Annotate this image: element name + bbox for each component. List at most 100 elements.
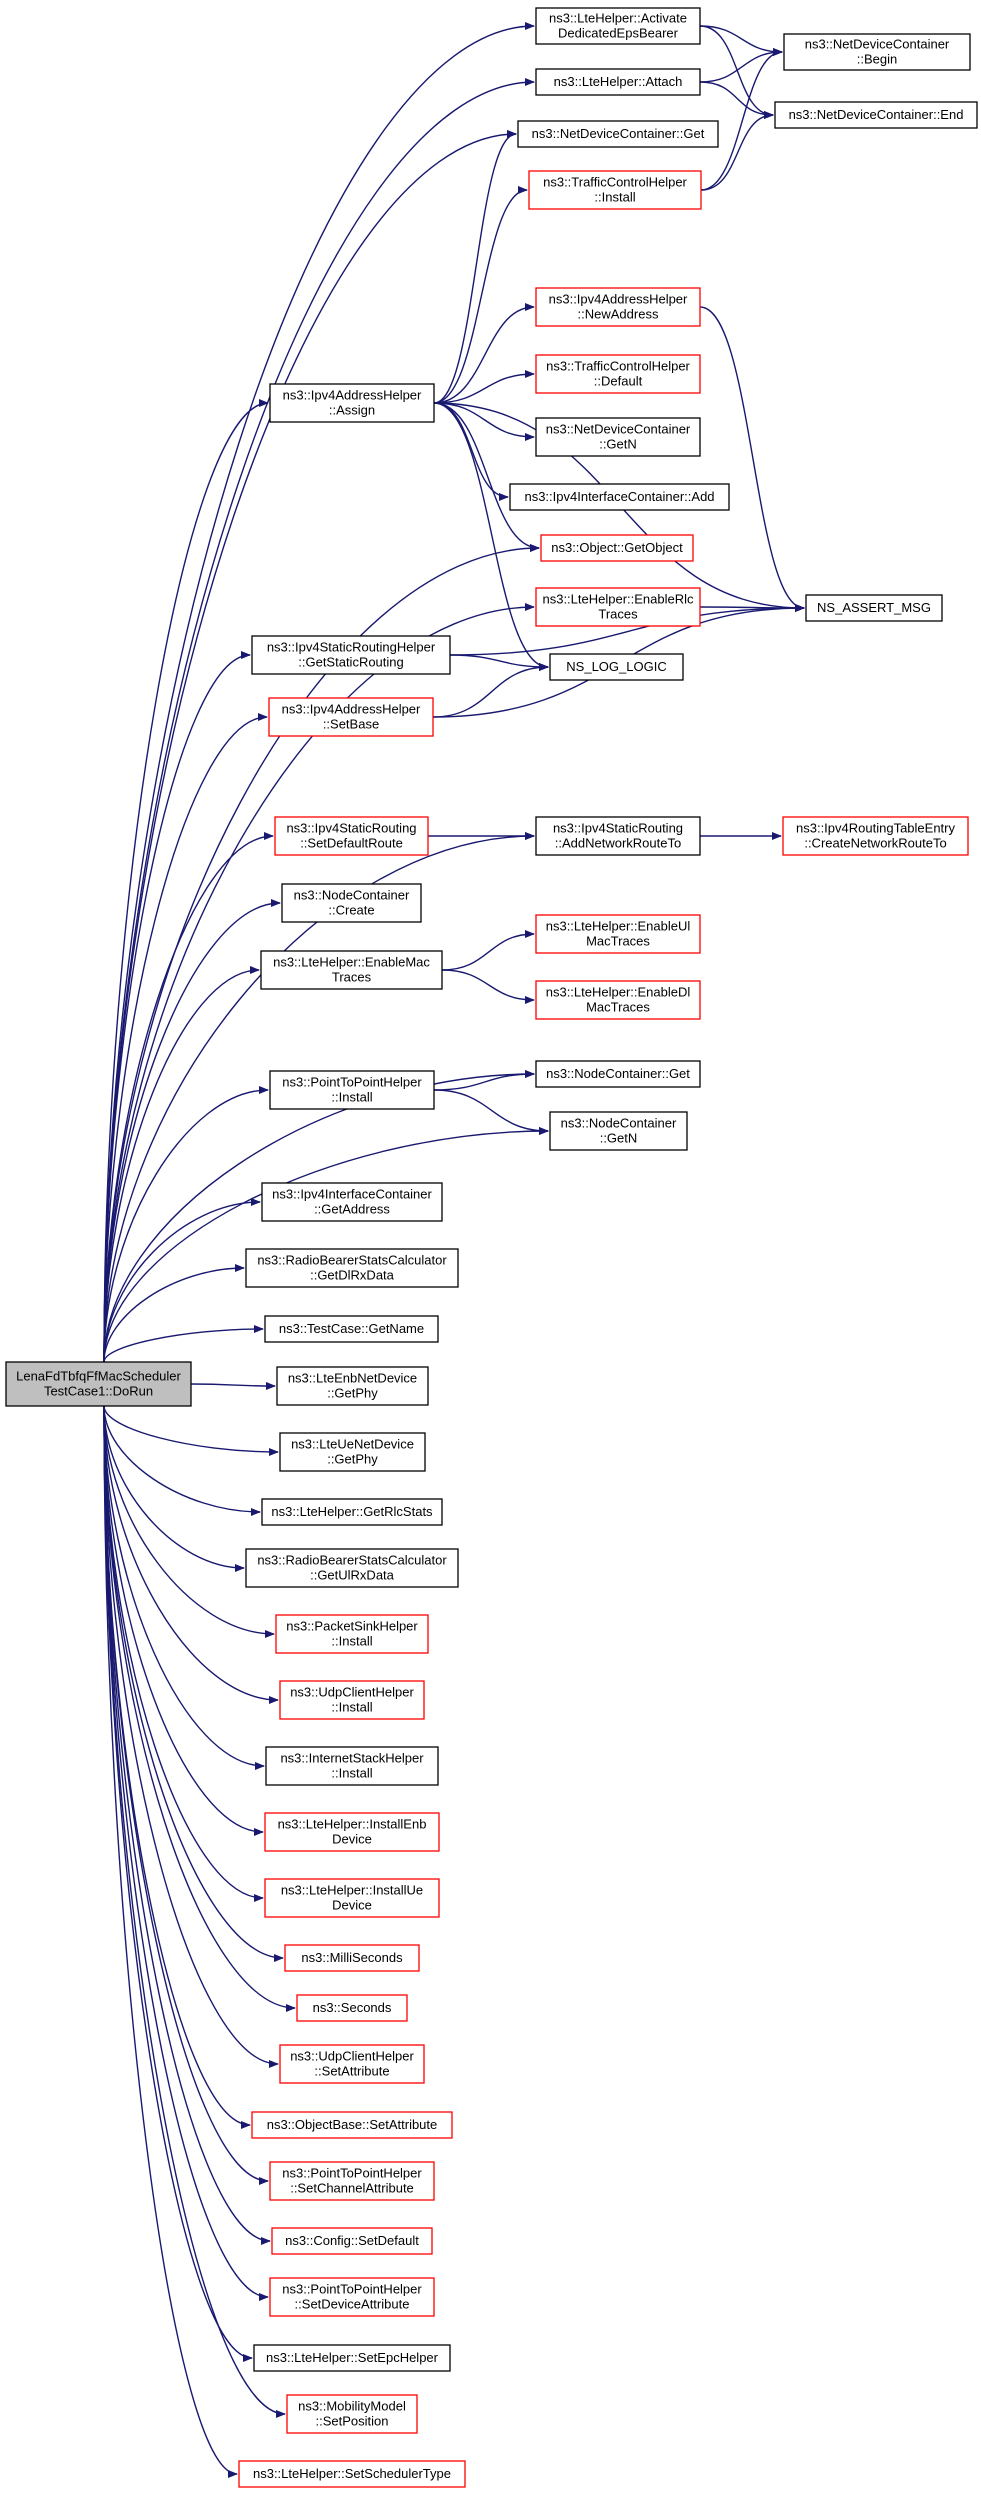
call-edge — [103, 1264, 245, 1363]
function-node[interactable]: ns3::LteHelper::Attach — [535, 68, 701, 96]
function-node[interactable]: ns3::NodeContainer::Create — [281, 883, 422, 923]
function-node-label: ns3::Ipv4RoutingTableEntry — [796, 821, 955, 836]
function-node[interactable]: ns3::LteHelper::GetRlcStats — [261, 1498, 443, 1526]
function-node[interactable]: ns3::NetDeviceContainer::Begin — [783, 33, 971, 71]
function-node[interactable]: ns3::LteHelper::SetEpcHelper — [253, 2344, 451, 2372]
function-node[interactable]: ns3::LteEnbNetDevice::GetPhy — [276, 1366, 429, 1406]
call-edge — [699, 306, 805, 612]
call-edge — [449, 654, 549, 671]
function-node[interactable]: ns3::Ipv4StaticRouting::SetDefaultRoute — [274, 816, 429, 856]
function-node-label: ns3::NetDeviceContainer — [546, 422, 691, 437]
function-node[interactable]: ns3::Seconds — [296, 1994, 408, 2022]
function-node[interactable]: ns3::PointToPointHelper::Install — [269, 1070, 435, 1110]
call-edge-path — [699, 306, 805, 612]
function-node-label: ::CreateNetworkRouteTo — [804, 836, 946, 851]
function-node[interactable]: ns3::Ipv4AddressHelper::NewAddress — [535, 287, 701, 327]
function-node[interactable]: ns3::NetDeviceContainer::GetN — [535, 417, 701, 457]
function-node[interactable]: ns3::NetDeviceContainer::End — [774, 101, 978, 129]
function-node-box — [535, 1060, 701, 1088]
function-node-box — [296, 1994, 408, 2022]
function-node[interactable]: ns3::Ipv4InterfaceContainer::GetAddress — [261, 1182, 443, 1222]
function-node[interactable]: ns3::TrafficControlHelper::Default — [535, 354, 701, 394]
function-node[interactable]: ns3::Object::GetObject — [540, 534, 694, 562]
call-edge-path — [103, 544, 540, 1363]
function-node[interactable]: ns3::MilliSeconds — [284, 1944, 420, 1972]
function-node[interactable]: ns3::NetDeviceContainer::Get — [517, 120, 719, 148]
function-node[interactable]: ns3::PacketSinkHelper::Install — [275, 1614, 429, 1654]
call-edge — [103, 1405, 245, 1572]
function-node[interactable]: ns3::RadioBearerStatsCalculator::GetUlRx… — [245, 1548, 459, 1588]
function-node-box — [265, 1746, 439, 1786]
function-node-box — [517, 120, 719, 148]
function-node-box — [253, 2344, 451, 2372]
function-node[interactable]: ns3::NodeContainer::GetN — [549, 1111, 688, 1151]
function-node[interactable]: ns3::UdpClientHelper::Install — [279, 1680, 425, 1720]
function-node-box — [245, 1548, 459, 1588]
call-edge-path — [441, 969, 535, 1004]
function-node-label: ns3::PacketSinkHelper — [286, 1619, 418, 1634]
function-node-box — [245, 1248, 459, 1288]
call-edge-path — [103, 1405, 286, 2418]
call-edge — [433, 1070, 535, 1091]
function-node[interactable]: ns3::Ipv4StaticRoutingHelper::GetStaticR… — [251, 635, 451, 675]
function-node[interactable]: ns3::Ipv4RoutingTableEntry::CreateNetwor… — [782, 816, 969, 856]
function-node-box — [276, 1366, 429, 1406]
function-node[interactable]: ns3::Config::SetDefault — [271, 2227, 433, 2255]
function-node-label: MacTraces — [586, 1000, 650, 1015]
call-edge-path — [432, 663, 549, 718]
call-edge-path — [433, 370, 535, 404]
function-node[interactable]: ns3::PointToPointHelper::SetChannelAttri… — [269, 2161, 435, 2201]
call-edges — [103, 22, 805, 2478]
call-edge — [449, 604, 805, 656]
function-node[interactable]: ns3::Ipv4AddressHelper::Assign — [269, 383, 435, 423]
function-node[interactable]: ns3::LteUeNetDevice::GetPhy — [279, 1432, 426, 1472]
function-node-box — [268, 697, 434, 737]
function-node[interactable]: NS_ASSERT_MSG — [805, 594, 943, 622]
function-node[interactable]: NS_LOG_LOGIC — [549, 653, 684, 681]
function-node[interactable]: ns3::TestCase::GetName — [264, 1315, 439, 1343]
function-node-box — [279, 1432, 426, 1472]
call-edge-path — [449, 654, 549, 671]
function-node-box — [279, 1680, 425, 1720]
function-node[interactable]: ns3::RadioBearerStatsCalculator::GetDlRx… — [245, 1248, 459, 1288]
function-node[interactable]: ns3::PointToPointHelper::SetDeviceAttrib… — [269, 2277, 435, 2317]
function-node-label: ns3::LteHelper::EnableRlc — [542, 592, 694, 607]
function-node[interactable]: ns3::InternetStackHelper::Install — [265, 1746, 439, 1786]
function-node[interactable]: ns3::Ipv4InterfaceContainer::Add — [509, 483, 730, 511]
function-node-label: ns3::PointToPointHelper — [282, 2282, 422, 2297]
function-node-label: ns3::Ipv4StaticRouting — [553, 821, 683, 836]
call-edge-path — [433, 402, 540, 552]
function-node-box — [274, 816, 429, 856]
function-node[interactable]: ns3::TrafficControlHelper::Install — [528, 170, 702, 210]
call-edge-path — [433, 130, 517, 404]
function-node-label: ns3::NetDeviceContainer::End — [789, 107, 964, 122]
function-node[interactable]: ns3::LteHelper::ActivateDedicatedEpsBear… — [535, 7, 701, 45]
call-edge — [103, 603, 535, 1363]
call-edge — [103, 1070, 535, 1363]
function-node[interactable]: ns3::ObjectBase::SetAttribute — [251, 2111, 453, 2139]
call-edge-path — [103, 1405, 269, 2301]
call-edge-path — [103, 1405, 261, 1516]
function-node[interactable]: ns3::UdpClientHelper::SetAttribute — [279, 2044, 425, 2084]
function-node[interactable]: ns3::NodeContainer::Get — [535, 1060, 701, 1088]
function-node-box — [264, 1812, 440, 1852]
call-edge — [103, 899, 281, 1363]
function-node-label: ns3::Config::SetDefault — [285, 2233, 419, 2248]
call-edge-path — [103, 966, 260, 1363]
call-edge — [103, 1086, 269, 1363]
function-node[interactable]: ns3::MobilityModel::SetPosition — [286, 2394, 418, 2434]
function-node[interactable]: ns3::Ipv4StaticRouting::AddNetworkRouteT… — [535, 816, 701, 856]
call-edge-path — [700, 48, 783, 191]
function-node[interactable]: ns3::Ipv4AddressHelper::SetBase — [268, 697, 434, 737]
function-node-label: ns3::LteHelper::SetSchedulerType — [253, 2466, 451, 2481]
function-node[interactable]: ns3::LteHelper::SetSchedulerType — [238, 2460, 466, 2488]
call-edge — [103, 1405, 261, 1516]
call-edge — [103, 1405, 279, 1456]
